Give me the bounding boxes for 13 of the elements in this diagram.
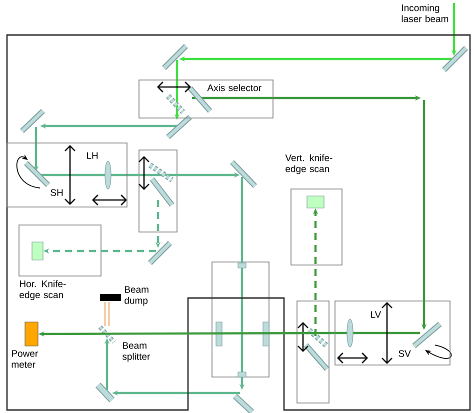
component-label: Axis selector xyxy=(207,84,262,92)
component-label: SH xyxy=(50,189,63,196)
component-label: SV xyxy=(398,350,411,357)
component-label: Power meter xyxy=(12,350,38,368)
component-label: LV xyxy=(371,311,382,318)
component-label: Hor. Knife-edge scan xyxy=(20,280,66,300)
detector xyxy=(32,242,44,260)
component-label: LH xyxy=(86,152,98,159)
part-label: Beam splitter xyxy=(122,342,150,362)
part-label: Incoming laser beam xyxy=(402,4,448,22)
component-label: Vert. knife-edge scan xyxy=(285,154,332,174)
detector xyxy=(306,196,324,208)
part-label: Beam dump xyxy=(124,286,148,306)
